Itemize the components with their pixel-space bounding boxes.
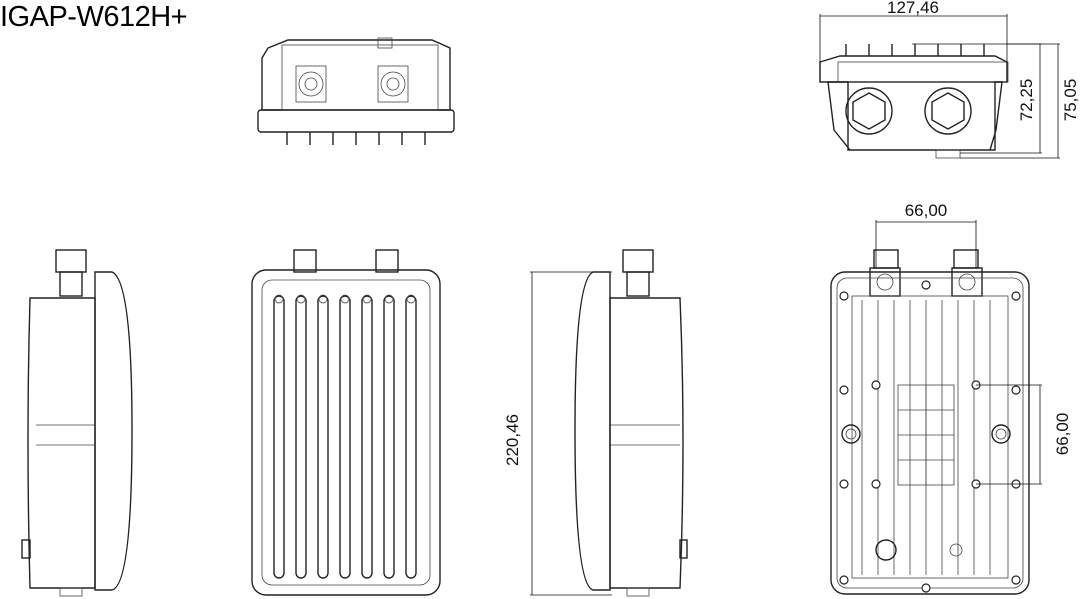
fin xyxy=(361,295,373,579)
fin-cap xyxy=(340,294,350,304)
fin xyxy=(339,295,351,579)
screw-icon xyxy=(839,479,849,489)
fin xyxy=(405,295,417,579)
dim-height-body: 72,25 xyxy=(1017,79,1036,122)
screw-icon xyxy=(1011,291,1021,301)
screw-icon xyxy=(871,479,881,489)
screw-icon xyxy=(839,291,849,301)
fin-cap xyxy=(318,294,328,304)
back-view xyxy=(830,249,1030,595)
fin-cap xyxy=(296,294,306,304)
screw-icon xyxy=(1011,575,1021,585)
dim-width: 127,46 xyxy=(887,0,939,17)
dim-antenna-spacing: 66,00 xyxy=(905,201,948,220)
fin xyxy=(317,295,329,579)
dim-mount-spacing: 66,00 xyxy=(1053,413,1072,456)
side-view-right xyxy=(574,249,688,597)
dim-height-total: 75,05 xyxy=(1061,79,1080,122)
model-title: IGAP-W612H+ xyxy=(0,1,188,33)
fin xyxy=(295,295,307,579)
screw-icon xyxy=(871,380,881,390)
dim-length: 220,46 xyxy=(503,414,522,466)
fin-cap xyxy=(362,294,372,304)
front-view xyxy=(251,249,441,596)
fin xyxy=(273,295,285,579)
screw-icon xyxy=(921,583,931,593)
fin-cap xyxy=(274,294,284,304)
end-view-connectors xyxy=(257,37,455,145)
fin-cap xyxy=(406,294,416,304)
screw-icon xyxy=(1011,385,1021,395)
screw-icon xyxy=(921,280,931,290)
screw-icon xyxy=(839,385,849,395)
fin-cap xyxy=(384,294,394,304)
fin xyxy=(383,295,395,579)
end-view-glands xyxy=(819,14,1060,159)
screw-icon xyxy=(839,575,849,585)
side-view-left xyxy=(21,249,133,597)
